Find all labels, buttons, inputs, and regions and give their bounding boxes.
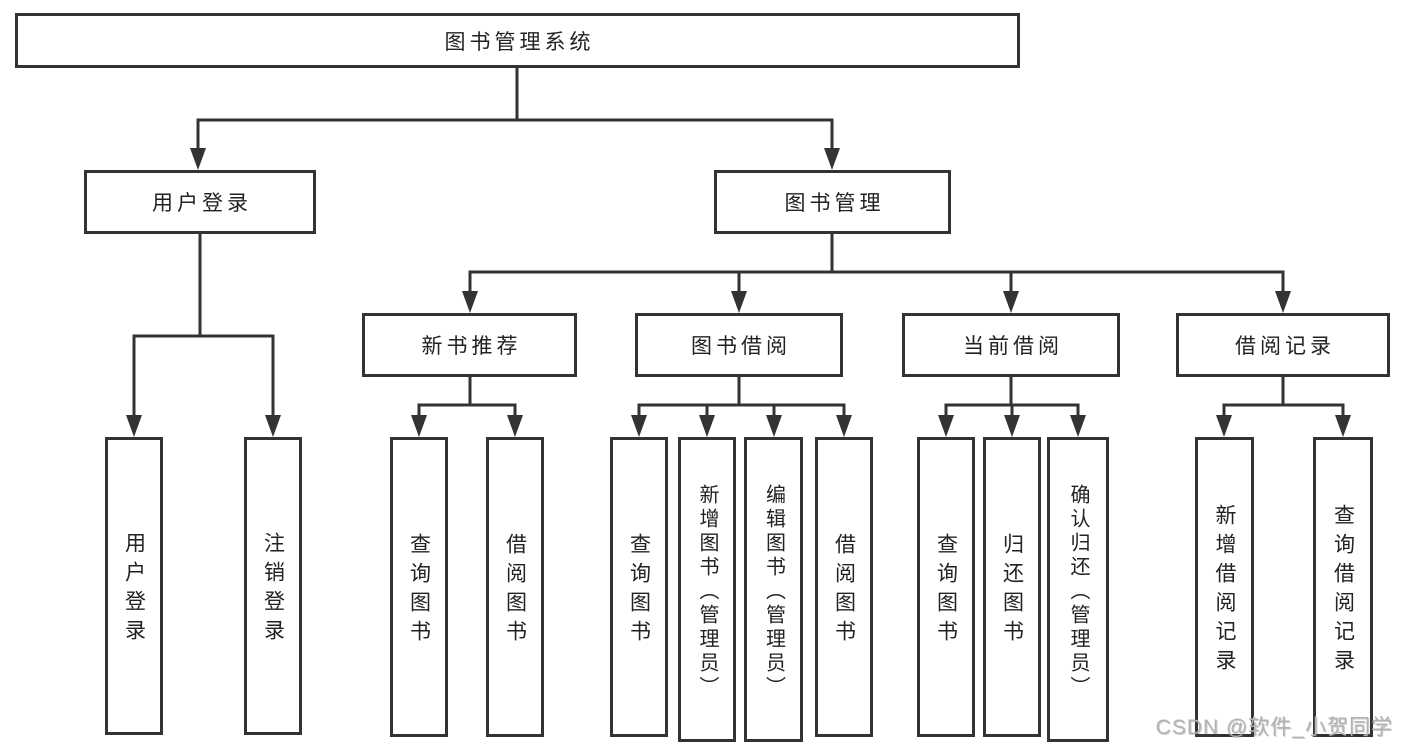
leaf-confirm-return-admin-label: 确认归还（管理员）	[1067, 483, 1089, 700]
leaf-query-borrow-record-label: 查询借阅记录	[1331, 504, 1355, 678]
node-borrow-records: 借阅记录	[1176, 313, 1390, 377]
leaf-logout: 注销登录	[244, 437, 302, 735]
node-book-borrow: 图书借阅	[635, 313, 843, 377]
node-root: 图书管理系统	[15, 13, 1020, 68]
connector-borrow-records-branch	[1216, 377, 1351, 437]
node-user-login-label: 用户登录	[152, 192, 252, 215]
leaf-query-books-borrow: 查询图书	[610, 437, 668, 737]
leaf-query-books-recommend-label: 查询图书	[407, 533, 431, 649]
leaf-add-borrow-record-label: 新增借阅记录	[1213, 504, 1236, 678]
leaf-query-books-borrow-label: 查询图书	[627, 533, 651, 649]
connector-book-borrow-branch	[631, 377, 852, 437]
leaf-edit-book-admin: 编辑图书（管理员）	[744, 437, 803, 742]
node-user-login: 用户登录	[84, 170, 316, 234]
leaf-borrow-books-recommend-label: 借阅图书	[503, 533, 527, 649]
leaf-return-book-label: 归还图书	[1000, 533, 1024, 649]
leaf-borrow-books-borrow-label: 借阅图书	[832, 533, 856, 649]
connector-new-book-branch	[411, 377, 523, 437]
node-book-borrow-label: 图书借阅	[691, 335, 791, 358]
leaf-return-book: 归还图书	[983, 437, 1041, 737]
csdn-watermark: CSDN @软件_小贺同学	[1155, 716, 1393, 739]
connector-current-borrow-branch	[938, 377, 1086, 437]
connector-book-mgmt-branch	[462, 234, 1291, 313]
leaf-edit-book-admin-label: 编辑图书（管理员）	[762, 483, 785, 700]
leaf-logout-label: 注销登录	[261, 532, 285, 648]
node-root-label: 图书管理系统	[444, 30, 595, 54]
leaf-query-books-recommend: 查询图书	[390, 437, 448, 737]
leaf-confirm-return-admin: 确认归还（管理员）	[1047, 437, 1109, 742]
node-new-book-recommend-label: 新书推荐	[421, 335, 522, 358]
node-book-mgmt: 图书管理	[714, 170, 951, 234]
leaf-query-books-current-label: 查询图书	[934, 533, 958, 649]
leaf-borrow-books-recommend: 借阅图书	[486, 437, 544, 737]
connector-user-login-branch	[126, 234, 281, 437]
node-current-borrow: 当前借阅	[902, 313, 1120, 377]
connector-root-branch	[190, 68, 840, 170]
leaf-borrow-books-borrow: 借阅图书	[815, 437, 873, 737]
node-borrow-records-label: 借阅记录	[1235, 335, 1335, 358]
leaf-query-books-current: 查询图书	[917, 437, 975, 737]
leaf-user-login: 用户登录	[105, 437, 163, 735]
leaf-add-book-admin: 新增图书（管理员）	[678, 437, 736, 742]
leaf-add-book-admin-label: 新增图书（管理员）	[696, 483, 718, 700]
leaf-user-login-label: 用户登录	[122, 532, 146, 648]
node-new-book-recommend: 新书推荐	[362, 313, 577, 377]
node-book-mgmt-label: 图书管理	[784, 192, 885, 215]
leaf-add-borrow-record: 新增借阅记录	[1195, 437, 1254, 737]
leaf-query-borrow-record: 查询借阅记录	[1313, 437, 1373, 737]
node-current-borrow-label: 当前借阅	[963, 335, 1063, 358]
